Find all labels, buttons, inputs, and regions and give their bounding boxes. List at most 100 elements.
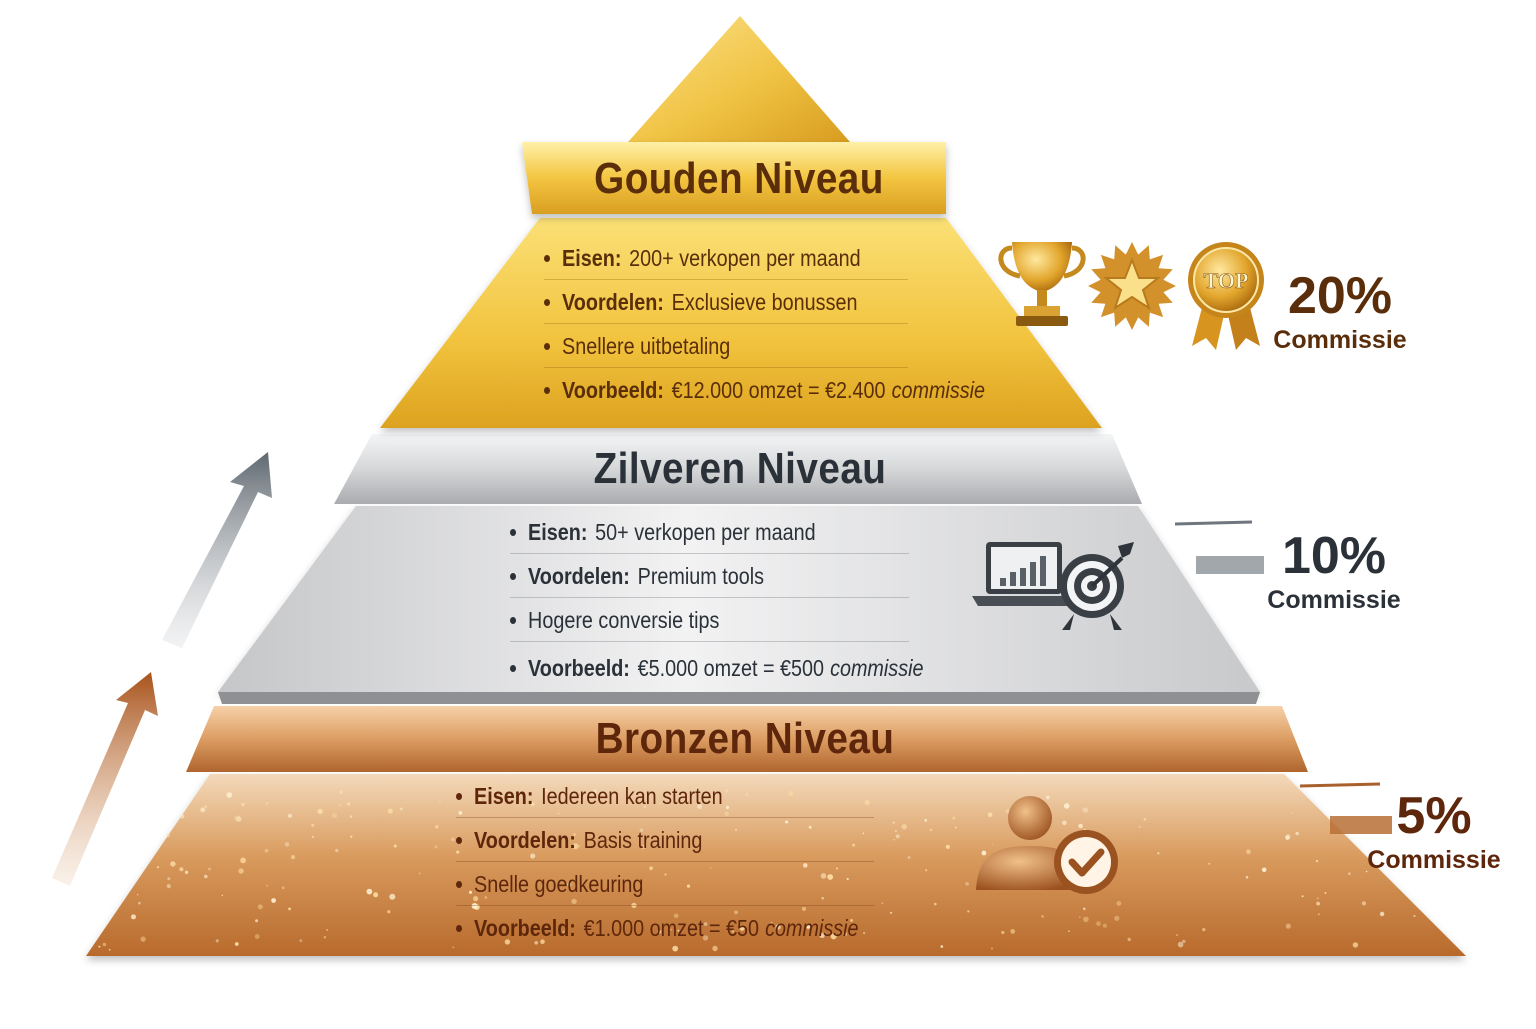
sparkle [572, 843, 579, 850]
sparkle [399, 807, 403, 811]
sparkle [179, 867, 184, 872]
sparkle [140, 936, 146, 942]
bronze-commission-value: 5% [1396, 787, 1472, 845]
sparkle [1143, 817, 1147, 821]
sparkle [534, 941, 538, 945]
sparkle [138, 901, 141, 905]
user-check-icon [976, 796, 1118, 894]
gold-commission-label: Commissie [1273, 326, 1407, 354]
sparkle [1010, 929, 1016, 934]
sparkle [1290, 812, 1293, 815]
sparkle [803, 863, 808, 868]
sparkle [1062, 820, 1067, 826]
sparkle [1245, 876, 1249, 879]
row-divider [456, 905, 874, 906]
sparkle [659, 802, 661, 805]
sparkle [1324, 892, 1327, 894]
sparkle [238, 868, 244, 874]
sparkle [670, 928, 673, 931]
sparkle [952, 816, 956, 820]
sparkle [578, 845, 581, 848]
sparkle [673, 913, 679, 919]
sparkle [1316, 901, 1320, 906]
bullet-icon [456, 880, 463, 888]
target-icon [1060, 542, 1134, 630]
sparkle [208, 867, 211, 871]
sparkle [571, 898, 577, 905]
detail-text: Basis training [583, 826, 703, 853]
sparkle [326, 929, 328, 931]
sparkle [1208, 862, 1211, 865]
sparkle [473, 896, 479, 902]
sparkle [530, 853, 536, 859]
sparkle [1005, 809, 1010, 814]
bullet-icon [510, 664, 517, 672]
sparkle [940, 945, 944, 948]
silver-speed-lines [1174, 520, 1264, 574]
detail-text: 200+ verkopen per maand [629, 244, 861, 271]
sparkle [338, 804, 341, 806]
bronze-detail-row: Snelle goedkeuring [456, 862, 874, 906]
sparkle [266, 884, 268, 887]
sparkle [236, 816, 242, 822]
bronze-detail-row: Voordelen:Basis training [456, 818, 874, 862]
detail-text: Premium tools [637, 562, 765, 589]
sparkle [641, 844, 646, 850]
sparkle [702, 935, 709, 941]
detail-text: €5.000 omzet = €500 [637, 654, 825, 681]
sparkle [649, 866, 653, 870]
sparkle [204, 874, 208, 879]
sparkle [1078, 916, 1081, 919]
row-divider [456, 861, 874, 862]
sparkle [389, 893, 396, 900]
sparkle [991, 843, 994, 846]
sparkle [1041, 915, 1044, 918]
sparkle [862, 832, 865, 835]
sparkle [1082, 807, 1089, 813]
sparkle [1068, 930, 1070, 933]
sparkle [745, 792, 749, 797]
sparkle [895, 834, 900, 839]
gold-detail-row: Voordelen:Exclusieve bonussen [544, 280, 909, 324]
sparkle [257, 904, 263, 910]
sparkle [734, 910, 738, 915]
sparkle [166, 833, 170, 838]
sparkle [98, 945, 101, 948]
sparkle [657, 929, 662, 934]
sparkle [435, 825, 439, 829]
sparkle [643, 805, 647, 809]
sparkle [843, 932, 848, 937]
sparkle [240, 857, 247, 864]
sparkle [180, 814, 185, 819]
silver-commission-value: 10% [1281, 527, 1387, 585]
sparkle [686, 884, 691, 888]
bronze-detail-row: Eisen:Iedereen kan starten [456, 774, 874, 818]
gold-tier-band [522, 142, 946, 214]
detail-label: Eisen: [528, 518, 588, 545]
sparkle [954, 826, 957, 829]
sparkle [889, 911, 893, 914]
sparkle [802, 906, 806, 911]
bronze-commission: 5% Commissie [1364, 790, 1504, 875]
sparkle [350, 835, 353, 838]
gold-tier-body [380, 218, 1102, 428]
detail-emphasis: commissie [891, 376, 985, 403]
sparkle [850, 919, 853, 922]
sparkle [477, 797, 482, 801]
silver-tier-title: Zilveren Niveau [593, 444, 887, 493]
sparkle [631, 902, 637, 909]
sparkle [990, 947, 994, 950]
sparkle [339, 790, 343, 794]
top-medal-icon: TOP [1188, 242, 1264, 350]
sparkle [808, 825, 812, 829]
sparkle [156, 865, 160, 869]
row-divider [544, 279, 909, 280]
sparkle [458, 811, 463, 815]
sparkle [712, 945, 718, 952]
gold-detail-row: Eisen:200+ verkopen per maand [544, 236, 909, 280]
sparkle [945, 844, 950, 849]
